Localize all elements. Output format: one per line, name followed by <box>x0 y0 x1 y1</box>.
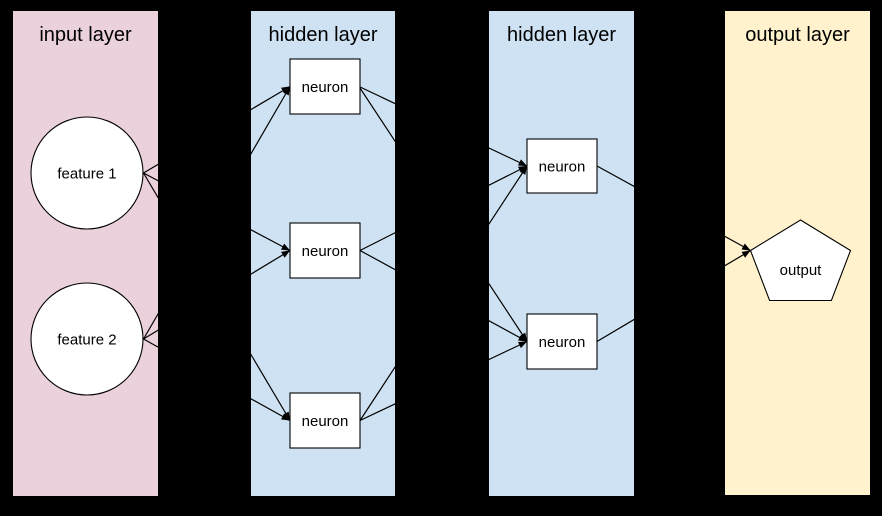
node-label-hidden1-neuron-1: neuron <box>302 79 349 96</box>
column-header-hidden-layer-2: hidden layer <box>507 24 616 46</box>
node-hidden1-neuron-2 <box>289 222 361 279</box>
connector-h1n3-to-h2n1 <box>359 165 528 421</box>
node-feature-1 <box>30 116 144 230</box>
node-hidden2-neuron-2 <box>526 313 598 370</box>
node-label-feature-2: feature 2 <box>57 332 116 349</box>
node-hidden2-neuron-1 <box>526 138 598 194</box>
connector-h1n1-to-h2n1 <box>358 85 528 167</box>
connector-h1n3-to-h2n2 <box>359 340 528 422</box>
node-label-hidden1-neuron-2: neuron <box>302 243 349 260</box>
connector-feature2-to-h1n2 <box>143 249 291 340</box>
node-hidden1-neuron-3 <box>289 392 361 449</box>
connector-feature2-to-h1n3 <box>143 338 291 422</box>
column-input-layer <box>13 11 158 496</box>
node-output-pentagon <box>749 219 852 302</box>
node-label-output: output <box>780 262 823 279</box>
column-header-hidden-layer-1: hidden layer <box>269 24 378 46</box>
connector-h2n1-to-output <box>596 165 751 252</box>
connector-feature1-to-h1n3 <box>142 172 291 421</box>
connector-group <box>142 85 751 422</box>
node-hidden1-neuron-1 <box>289 58 361 115</box>
connector-feature1-to-h1n1 <box>143 85 291 174</box>
node-feature-2 <box>30 282 144 396</box>
connector-feature2-to-h1n1 <box>142 86 291 340</box>
column-header-input-layer: input layer <box>39 24 132 46</box>
connector-h1n2-to-h2n2 <box>359 249 528 343</box>
node-label-hidden2-neuron-2: neuron <box>539 334 586 351</box>
node-label-feature-1: feature 1 <box>57 166 116 183</box>
column-hidden-layer-2 <box>489 11 634 496</box>
node-label-hidden1-neuron-3: neuron <box>302 413 349 430</box>
column-header-output-layer: output layer <box>745 24 850 46</box>
connector-h1n1-to-h2n2 <box>358 86 528 342</box>
node-label-hidden2-neuron-1: neuron <box>539 159 586 176</box>
connector-h2n2-to-output <box>596 249 751 343</box>
connector-h1n2-to-h2n1 <box>359 165 528 252</box>
